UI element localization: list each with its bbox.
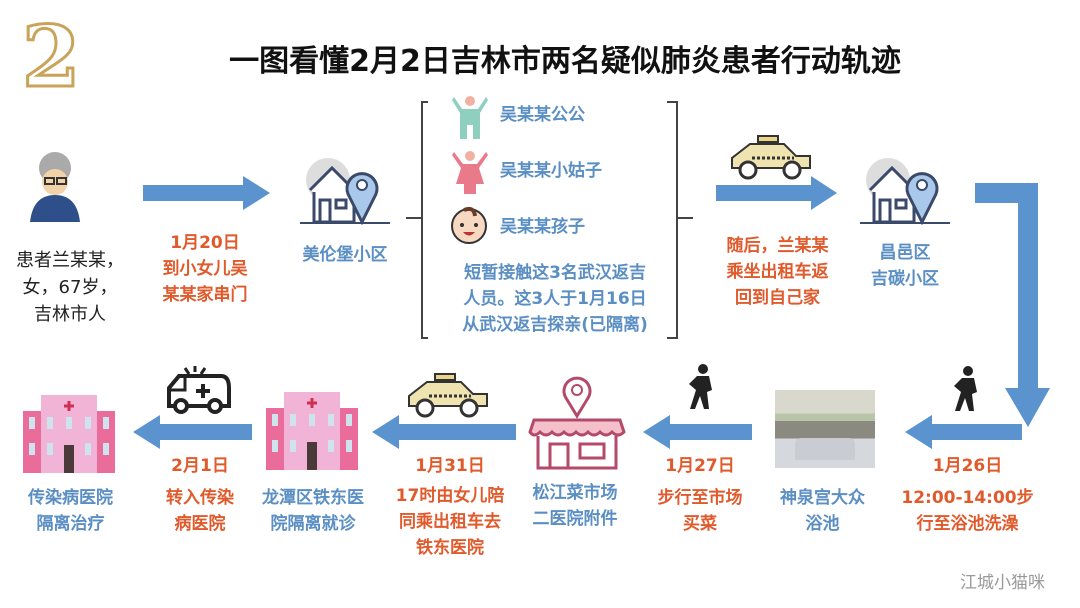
arrow-right xyxy=(716,176,837,210)
step5-text: 1月31日 17时由女儿陪 同乘出租车去 铁东医院 xyxy=(380,453,520,561)
note-line: 短暂接触这3名武汉返吉 xyxy=(464,263,646,283)
patient-info: 患者兰某某， 女，67岁， 吉林市人 xyxy=(5,247,135,328)
bathhouse-photo xyxy=(775,390,875,468)
step1-text: 1月20日 到小女儿吴 某某家串门 xyxy=(140,230,270,308)
step-date: 1月27日 xyxy=(665,456,735,476)
arrow-right xyxy=(143,176,270,210)
page-title: 一图看懂2月2日吉林市两名疑似肺炎患者行动轨迹 xyxy=(229,44,901,79)
step-date: 2月1日 xyxy=(171,456,229,476)
watermark: 江城小猫咪 xyxy=(960,573,1045,593)
step-line: 17时由女儿陪 xyxy=(395,486,505,506)
ambulance-icon xyxy=(167,366,231,414)
place-line: 神泉宫大众 xyxy=(780,488,865,508)
patient-line: 吉林市人 xyxy=(34,304,106,325)
walking-person-icon xyxy=(689,364,712,409)
market-store-icon xyxy=(528,376,626,470)
step-line: 12:00-14:00步 xyxy=(901,488,1034,508)
step4-text: 1月27日 步行至市场 买菜 xyxy=(640,453,760,537)
step-line: 病医院 xyxy=(174,514,226,534)
elderly-woman-icon xyxy=(30,152,80,222)
section-number: 2 xyxy=(20,7,81,106)
step-line: 同乘出租车去 xyxy=(399,512,501,532)
place3-label: 神泉宫大众 浴池 xyxy=(760,485,885,537)
bracket-left xyxy=(406,101,428,339)
step6-text: 2月1日 转入传染 病医院 xyxy=(140,453,260,537)
step-date: 1月26日 xyxy=(932,456,1003,476)
patient-line: 患者兰某某， xyxy=(16,250,124,271)
step2-text: 随后，兰某某 乘坐出租车返 回到自己家 xyxy=(705,233,850,311)
place-line: 浴池 xyxy=(805,514,840,534)
hospital-icon xyxy=(266,392,358,470)
step-line: 步行至市场 xyxy=(657,488,743,508)
taxi-icon xyxy=(731,135,811,180)
place6-label: 传染病医院 隔离治疗 xyxy=(8,485,133,537)
place4-label: 松江菜市场 二医院附件 xyxy=(515,480,635,532)
step-line: 乘坐出租车返 xyxy=(726,262,829,282)
contacts-note: 短暂接触这3名武汉返吉 人员。这3人于1月16日 从武汉返吉探亲(已隔离) xyxy=(425,260,685,338)
place-line: 院隔离就诊 xyxy=(270,514,356,534)
step-line: 某某家串门 xyxy=(162,285,248,305)
place-line: 隔离治疗 xyxy=(36,514,105,534)
taxi-icon xyxy=(408,373,488,418)
patient-line: 女，67岁， xyxy=(22,277,118,298)
arrow-down-turn xyxy=(975,183,1050,427)
bracket-right xyxy=(667,101,693,339)
house-location-icon xyxy=(860,158,950,226)
place5-label: 龙潭区铁东医 院隔离就诊 xyxy=(248,485,378,537)
step-line: 行至浴池洗澡 xyxy=(916,514,1019,534)
step-line: 到小女儿吴 xyxy=(162,259,248,279)
step3-text: 1月26日 12:00-14:00步 行至浴池洗澡 xyxy=(895,453,1040,537)
place-line: 二医院附件 xyxy=(532,509,618,529)
step-line: 随后，兰某某 xyxy=(726,236,829,256)
woman-icon xyxy=(452,151,488,194)
arrow-left xyxy=(133,415,252,449)
arrow-left xyxy=(905,415,1022,449)
step-date: 1月20日 xyxy=(170,233,240,253)
arrow-left xyxy=(643,415,752,449)
arrow-left xyxy=(372,415,516,449)
house-location-icon xyxy=(300,158,390,226)
step-line: 铁东医院 xyxy=(416,538,484,558)
place-line: 龙潭区铁东医 xyxy=(262,488,364,508)
step-line: 转入传染 xyxy=(166,488,234,508)
place1-label: 美伦堡小区 xyxy=(302,245,388,265)
step-line: 买菜 xyxy=(683,514,717,534)
contact-person-2: 吴某某小姑子 xyxy=(500,161,602,181)
place2-label: 昌邑区 吉碳小区 xyxy=(850,240,960,292)
step-date: 1月31日 xyxy=(415,456,485,476)
place-line: 吉碳小区 xyxy=(871,269,939,289)
contact-person-3: 吴某某孩子 xyxy=(500,217,585,237)
place-line: 松江菜市场 xyxy=(532,483,618,503)
note-line: 人员。这3人于1月16日 xyxy=(463,289,647,309)
man-icon xyxy=(452,96,488,139)
baby-icon xyxy=(451,206,487,244)
place-line: 传染病医院 xyxy=(28,488,113,508)
step-line: 回到自己家 xyxy=(735,288,820,308)
place-line: 昌邑区 xyxy=(879,243,931,263)
contact-person-1: 吴某某公公 xyxy=(500,105,585,125)
hospital-icon xyxy=(23,395,115,473)
walking-person-icon xyxy=(954,366,977,411)
note-line: 从武汉返吉探亲(已隔离) xyxy=(462,315,648,335)
